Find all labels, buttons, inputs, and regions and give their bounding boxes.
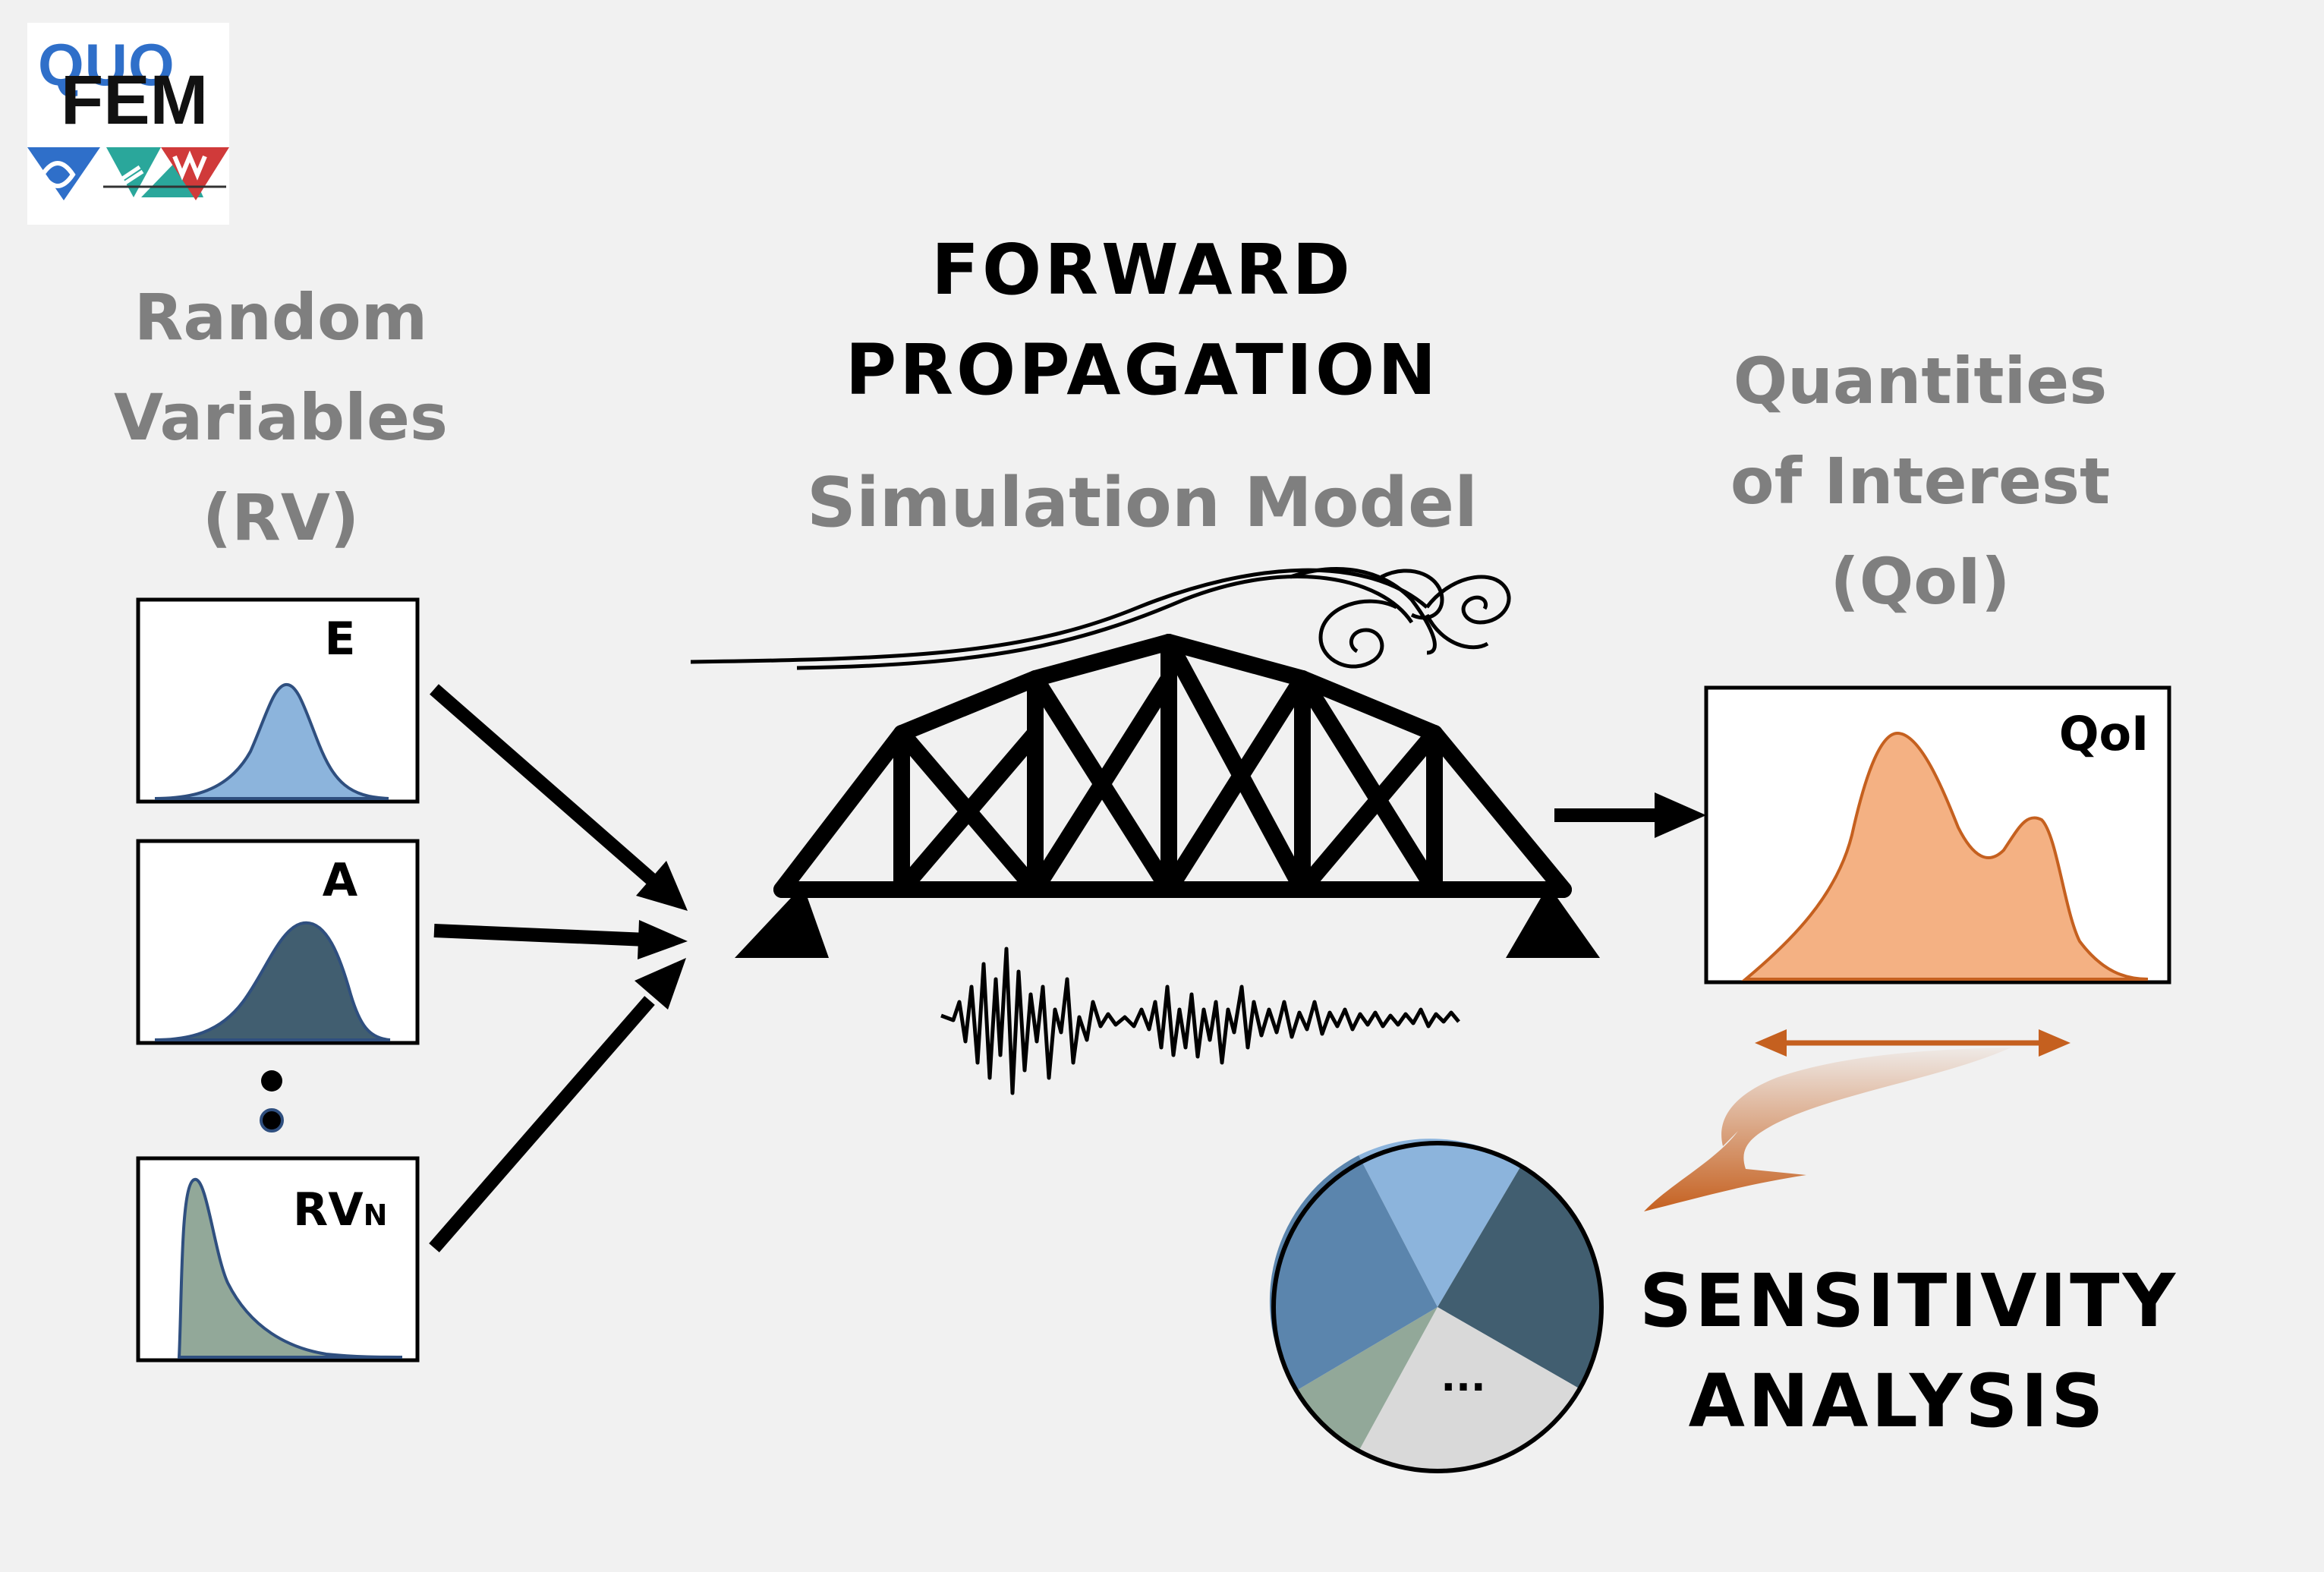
rv-n-density: [177, 1177, 403, 1359]
rv-a-label: A: [323, 854, 358, 907]
bridge-truss: [773, 634, 1572, 898]
simulation-model-subtitle: Simulation Model: [807, 463, 1478, 543]
rv-plot-a: A: [136, 839, 420, 1045]
rv-plot-n: RVN: [136, 1156, 420, 1363]
logo-fem-text: FEM: [61, 61, 209, 139]
output-arrow: [1554, 792, 1706, 838]
rv-heading-line-1: Random: [134, 280, 428, 354]
qoi-plot: QoI: [1704, 685, 2171, 984]
qoi-range-arrow: [1755, 1029, 2071, 1057]
quofem-logo: QUO FEM: [27, 23, 229, 225]
ellipsis-dot-2: [260, 1108, 284, 1133]
sensitivity-pie: ...: [1269, 1139, 1604, 1473]
rv-e-density: [154, 682, 389, 800]
fp-title-line-1: FORWARD: [931, 229, 1353, 310]
pie-ellipsis: ...: [1441, 1355, 1485, 1400]
random-variables-heading: Random Variables (RV): [76, 267, 486, 568]
ground-motion-trace: [940, 947, 1460, 1095]
qoi-density: [1741, 731, 2149, 981]
pie-slice-3: [1359, 1307, 1580, 1472]
fp-title-line-2: PROPAGATION: [845, 329, 1440, 411]
logo-quo-text: QUO: [38, 31, 175, 98]
rv-n-label: RVN: [293, 1183, 387, 1236]
sensitivity-flow-arrow: [1644, 1047, 2011, 1211]
logo-emblem: [27, 147, 229, 200]
bridge-support-left: [735, 885, 829, 958]
pie-slice-4: [1296, 1307, 1438, 1451]
qoi-label: QoI: [2059, 706, 2149, 761]
rv-plot-e: E: [136, 597, 420, 804]
rv-e-label: E: [325, 613, 356, 666]
wind-lines: [690, 567, 1511, 670]
ellipsis-dot-1: [261, 1070, 282, 1092]
pie-slice-2: [1438, 1166, 1602, 1389]
sa-title-line-1: SENSITIVITY: [1639, 1259, 2179, 1344]
sensitivity-analysis-title: SENSITIVITY ANALYSIS: [1639, 1251, 2179, 1451]
pie-slice-5: [1269, 1155, 1438, 1391]
rv-heading-line-2: Variables: [114, 380, 448, 455]
quantities-of-interest-heading: Quantities of Interest (QoI): [1700, 331, 2140, 632]
rv-heading-line-3: (RV): [202, 480, 360, 555]
forward-propagation-title: FORWARD PROPAGATION: [759, 220, 1526, 421]
sa-title-line-2: ANALYSIS: [1688, 1359, 2107, 1444]
input-arrows: [429, 684, 688, 1252]
qoi-heading-line-2: of Interest: [1730, 444, 2111, 518]
qoi-heading-line-3: (QoI): [1830, 544, 2011, 619]
rv-a-density: [154, 921, 391, 1041]
pie-slice-1: [1359, 1139, 1521, 1307]
qoi-heading-line-1: Quantities: [1733, 344, 2108, 418]
bridge-support-right: [1506, 885, 1600, 958]
